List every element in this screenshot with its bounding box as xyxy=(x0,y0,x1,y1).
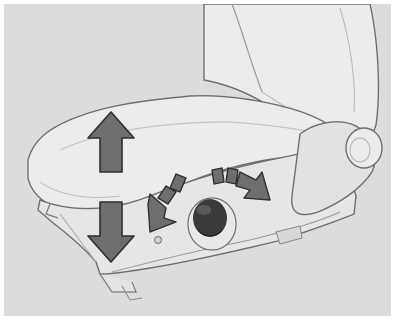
height-adjustment-knob xyxy=(188,198,236,250)
